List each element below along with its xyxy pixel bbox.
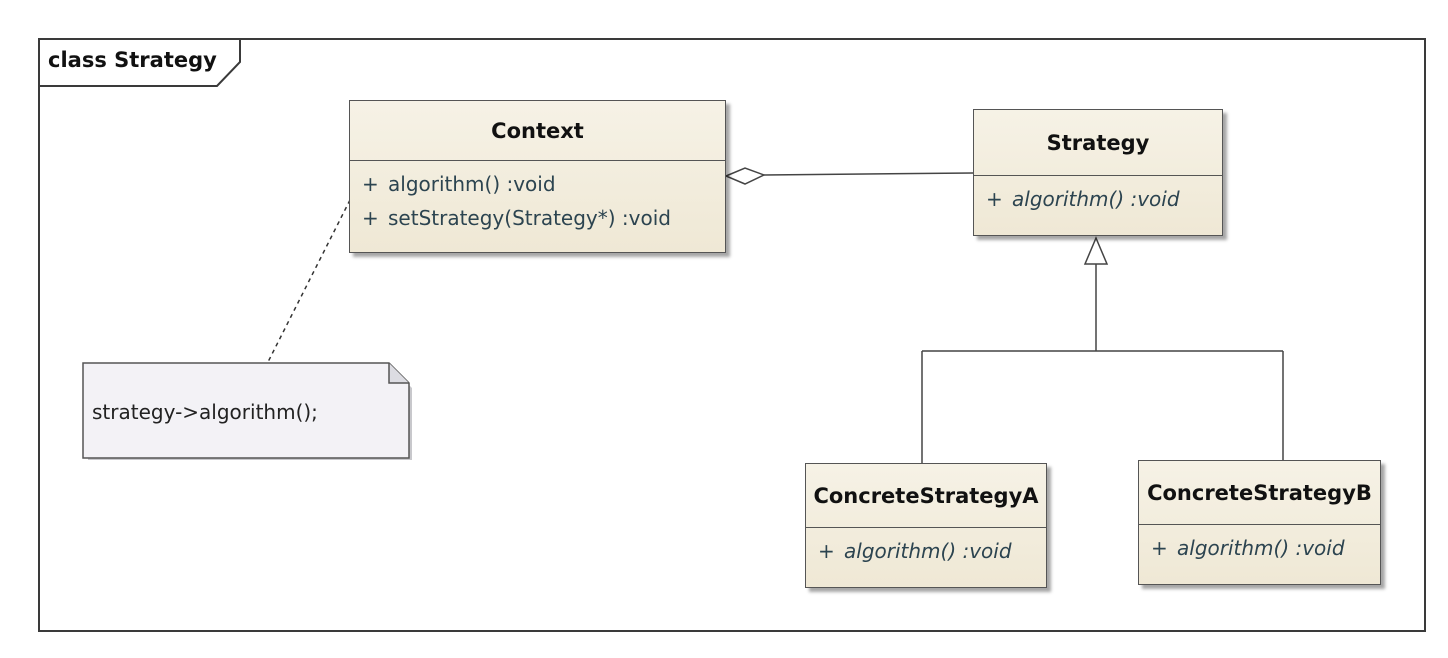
operation-signature: algorithm() :void (388, 172, 556, 196)
frame-tab (38, 38, 241, 87)
class-concrete-strategy-b[interactable]: ConcreteStrategyB + algorithm() :void (1138, 460, 1381, 585)
operation-row: + setStrategy(Strategy*) :void (350, 201, 725, 235)
class-name: Context (350, 101, 725, 161)
visibility-marker: + (1151, 536, 1168, 560)
operations-compartment: + algorithm() :void (974, 176, 1222, 216)
class-name: ConcreteStrategyA (806, 464, 1046, 528)
frame-label: class Strategy (48, 48, 217, 72)
class-name: Strategy (974, 110, 1222, 176)
operation-signature: algorithm() :void (1012, 187, 1180, 211)
operation-row: + algorithm() :void (1139, 531, 1380, 565)
class-name: ConcreteStrategyB (1139, 461, 1380, 525)
generalization-connector (921, 236, 1284, 463)
note-anchor-line (267, 199, 351, 363)
note[interactable]: strategy->algorithm(); (82, 362, 412, 460)
generalization-arrowhead (1083, 236, 1109, 265)
class-context[interactable]: Context + algorithm() :void + setStrateg… (349, 100, 726, 253)
aggregation-connector (724, 167, 974, 185)
operation-signature: setStrategy(Strategy*) :void (388, 206, 671, 230)
visibility-marker: + (986, 187, 1003, 211)
operation-row: + algorithm() :void (350, 167, 725, 201)
visibility-marker: + (362, 206, 379, 230)
operation-signature: algorithm() :void (1177, 536, 1345, 560)
note-text: strategy->algorithm(); (92, 400, 318, 424)
class-strategy[interactable]: Strategy + algorithm() :void (973, 109, 1223, 236)
visibility-marker: + (818, 539, 835, 563)
operations-compartment: + algorithm() :void + setStrategy(Strate… (350, 161, 725, 235)
class-concrete-strategy-a[interactable]: ConcreteStrategyA + algorithm() :void (805, 463, 1047, 588)
visibility-marker: + (362, 172, 379, 196)
operation-row: + algorithm() :void (974, 182, 1222, 216)
operations-compartment: + algorithm() :void (1139, 525, 1380, 565)
note-shape (82, 362, 412, 460)
aggregation-diamond (724, 167, 766, 185)
operation-row: + algorithm() :void (806, 534, 1046, 568)
operation-signature: algorithm() :void (844, 539, 1012, 563)
operations-compartment: + algorithm() :void (806, 528, 1046, 568)
